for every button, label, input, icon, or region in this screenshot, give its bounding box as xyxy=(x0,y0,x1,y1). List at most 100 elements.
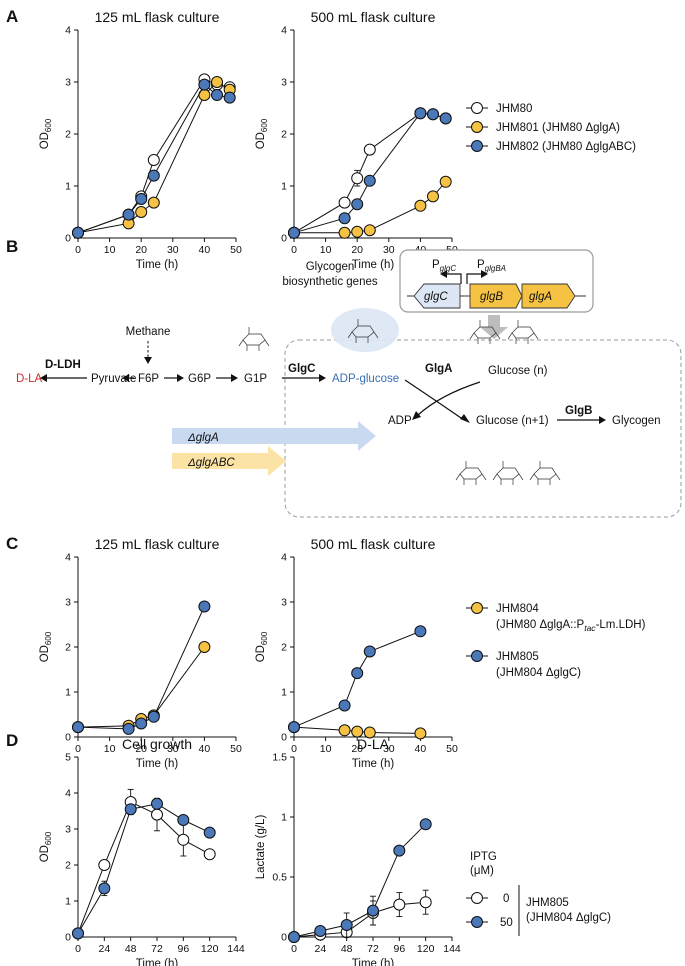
data-point xyxy=(122,722,135,735)
x-tick-label: 10 xyxy=(104,244,116,256)
x-tick-label: 30 xyxy=(383,743,395,755)
d-la-label: D-LA xyxy=(16,373,43,385)
series-50 xyxy=(288,818,432,943)
legend-d-marker-0 xyxy=(471,892,483,904)
y-tick-label: 0.5 xyxy=(272,872,287,884)
data-point xyxy=(124,803,137,816)
y-tick-label: 1 xyxy=(281,181,287,193)
glucose-ring xyxy=(347,319,379,343)
glgC-gene-arrow xyxy=(413,283,461,309)
legend-d: IPTG (μM) 0 50 JHM805 (JHM804 ΔglgC) xyxy=(466,851,611,936)
legend-c-label-1-line2: (JHM804 ΔglgC) xyxy=(496,667,581,679)
y-tick-label: 3 xyxy=(65,77,71,89)
y-tick-label: 1 xyxy=(281,687,287,699)
chart-title: D-LA xyxy=(357,736,390,752)
data-point xyxy=(414,199,427,212)
x-tick-label: 30 xyxy=(167,244,179,256)
glucose-ring xyxy=(238,327,270,351)
data-point xyxy=(177,833,190,846)
legend-c: JHM804 (JHM80 ΔglgA::Ptac-Lm.LDH) JHM805… xyxy=(466,602,646,679)
glucose-ring-structures xyxy=(238,319,561,485)
x-tick-label: 20 xyxy=(351,244,363,256)
y-tick-label: 2 xyxy=(65,642,71,654)
y-tick-label: 1.5 xyxy=(272,752,287,764)
data-point xyxy=(135,717,148,730)
glucose-ring xyxy=(507,320,539,344)
glgA-enzyme-label: GlgA xyxy=(425,363,452,375)
series-0 xyxy=(72,788,216,940)
y-tick-label: 2 xyxy=(281,642,287,654)
legend-a-marker-1 xyxy=(471,121,483,133)
x-tick-label: 0 xyxy=(291,943,297,955)
d-ldh-label: D-LDH xyxy=(45,359,81,371)
glgB-gene-arrow xyxy=(469,283,523,309)
y-tick-label: 1 xyxy=(65,181,71,193)
x-tick-label: 0 xyxy=(75,943,81,955)
y-axis-label: OD600 xyxy=(39,831,53,862)
data-point xyxy=(338,226,351,239)
legend-c-marker-0 xyxy=(471,602,483,614)
x-axis-label: Time (h) xyxy=(352,259,395,271)
data-point xyxy=(147,154,160,166)
legend-a-label-1: JHM801 (JHM80 ΔglgA) xyxy=(496,122,620,134)
x-tick-label: 0 xyxy=(75,743,81,755)
x-axis-label: Time (h) xyxy=(136,259,179,271)
y-tick-label: 2 xyxy=(65,860,71,872)
gene-label-glgC: glgC xyxy=(424,291,448,303)
x-tick-label: 20 xyxy=(135,244,147,256)
data-point xyxy=(288,931,300,943)
gene-to-pathway-arrow xyxy=(480,315,508,339)
y-tick-label: 3 xyxy=(281,597,287,609)
legend-d-level-1: 50 xyxy=(500,917,513,929)
x-tick-label: 96 xyxy=(393,943,405,955)
gene-label-glgB: glgB xyxy=(480,291,503,303)
data-point xyxy=(177,814,190,826)
data-point xyxy=(419,818,432,831)
data-point xyxy=(439,175,452,188)
y-tick-label: 0 xyxy=(65,233,71,245)
x-axis-label: Time (h) xyxy=(352,758,395,770)
y-axis-label: OD600 xyxy=(39,631,53,662)
y-tick-label: 1 xyxy=(65,687,71,699)
data-point xyxy=(72,721,84,734)
x-tick-label: 48 xyxy=(125,943,137,955)
series-JHM805 xyxy=(72,600,211,735)
glgC-enzyme-label: GlgC xyxy=(288,363,315,375)
x-tick-label: 50 xyxy=(446,743,458,755)
data-point xyxy=(338,212,351,225)
series-0 xyxy=(288,889,432,943)
x-tick-label: 20 xyxy=(351,743,363,755)
x-tick-label: 0 xyxy=(291,244,297,256)
series-line xyxy=(293,823,427,938)
promoter-glgBA: PglgBA xyxy=(477,259,506,273)
legend-a-marker-2 xyxy=(471,140,483,152)
data-point xyxy=(439,112,452,125)
chart-title: 125 mL flask culture xyxy=(95,536,220,552)
y-tick-label: 4 xyxy=(281,552,287,564)
series-line xyxy=(77,803,210,934)
data-point xyxy=(363,726,376,739)
data-point xyxy=(367,904,379,917)
series-line xyxy=(77,606,205,730)
glgA-gene-arrow xyxy=(521,283,576,309)
data-point xyxy=(198,78,211,91)
data-point xyxy=(427,190,439,203)
series-JHM801 (JHM80 ΔglgA) xyxy=(288,175,452,239)
series-JHM802 (JHM80 ΔglgABC) xyxy=(288,107,452,239)
data-point xyxy=(363,224,376,237)
legend-c-marker-1 xyxy=(471,650,483,662)
f6p-label: F6P xyxy=(138,373,159,385)
legend-c-label-1-line1: JHM805 xyxy=(496,651,539,663)
glycogen-label: Glycogen xyxy=(612,415,661,427)
data-point xyxy=(314,925,327,937)
data-point xyxy=(351,725,364,738)
delta-glgA-arrow xyxy=(172,421,376,451)
data-point xyxy=(211,76,223,88)
g1p-label: G1P xyxy=(244,373,267,385)
x-tick-label: 24 xyxy=(98,943,110,955)
data-point xyxy=(211,89,223,101)
legend-c-label-0-line2: (JHM80 ΔglgA::Ptac-Lm.LDH) xyxy=(496,619,646,633)
y-axis-label: Lactate (g/L) xyxy=(255,815,267,880)
